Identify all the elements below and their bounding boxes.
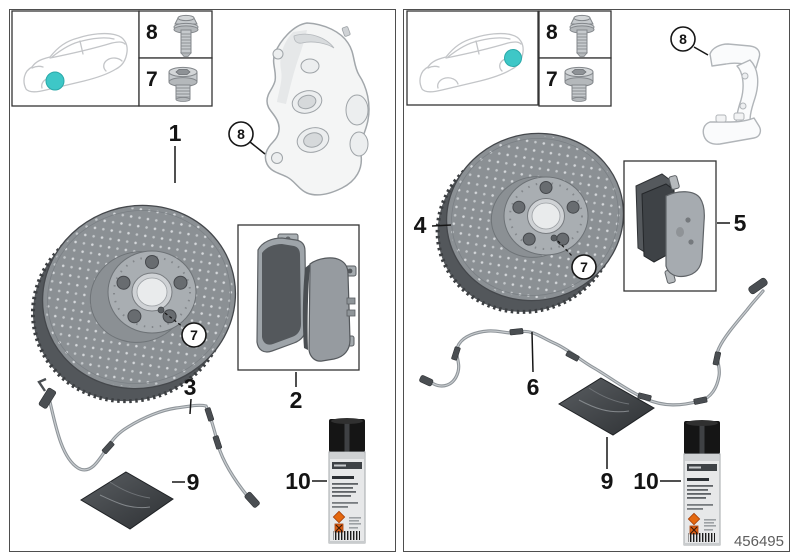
front-brake-panel: 8 7 [9,9,396,552]
car-outline-icon [23,32,128,93]
sensor-callout-number[interactable]: 6 [527,374,540,400]
set-screw-icon [564,66,594,102]
rear-brake-disc-illustration [435,132,625,314]
callout-grease-pouch: 9 [601,437,614,494]
sensor-callout-number[interactable]: 3 [184,374,197,400]
disc-callout-number[interactable]: 4 [414,212,427,238]
rear-brake-diagram: 8 7 [406,10,784,550]
pads-callout-number[interactable]: 5 [734,210,747,236]
pouch-callout-number[interactable]: 9 [601,468,614,494]
cleaner-spray-illustration [683,420,721,546]
fastener-8-label[interactable]: 8 [146,21,158,44]
flammable-warning-icon [687,512,701,526]
set-screw-callout-number[interactable]: 7 [580,259,588,275]
front-brake-diagram: 8 7 [11,10,370,544]
grease-pouch-illustration [80,471,174,530]
rear-brake-pads-box [623,160,717,292]
callout-wear-sensor: 6 [527,331,540,400]
callout-disc: 1 [169,120,182,183]
callout-wear-sensor: 3 [184,374,197,415]
drawing-number: 456495 [734,533,784,550]
carrier-callout-number[interactable]: 8 [679,31,687,47]
callout-pads: 2 [290,372,303,413]
callout-set-screw: 7 [164,312,207,348]
wheel-highlight-dot [45,71,65,91]
set-screw-hole [157,306,165,314]
caliper-callout-number[interactable]: 8 [237,126,245,142]
callout-pads: 5 [717,210,747,236]
callout-disc: 4 [414,212,452,238]
barcode [333,531,360,540]
set-screw-hole [550,234,558,242]
callout-caliper: 8 [228,121,266,155]
car-location-inset [406,10,539,106]
callout-cleaner-spray: 10 [285,468,327,494]
set-screw-icon [168,66,198,102]
brake-caliper-illustration [264,22,370,196]
flammable-warning-icon [332,510,346,524]
callout-carrier: 8 [670,26,709,56]
fastener-box-8: 8 [538,10,612,59]
pouch-callout-number[interactable]: 9 [187,469,200,495]
pads-callout-number[interactable]: 2 [290,387,303,413]
hex-bolt-icon [173,14,199,57]
caliper-carrier-illustration [702,43,762,145]
car-outline-icon [419,32,524,93]
front-wear-sensor-illustration [37,377,260,508]
barcode [688,533,715,542]
fastener-box-7: 7 [138,57,213,107]
fastener-7-label[interactable]: 7 [146,68,158,91]
front-brake-disc-illustration [30,204,237,404]
disc-callout-number[interactable]: 1 [169,120,182,146]
front-brake-pads-box [237,224,360,371]
rear-wear-sensor-illustration [419,277,768,407]
grease-pouch-illustration [558,377,655,436]
cleaner-spray-illustration [328,418,366,544]
hex-bolt-icon [569,14,595,57]
car-location-inset [11,10,140,107]
fastener-7-label[interactable]: 7 [546,68,558,91]
disc-hub [503,176,589,256]
callout-set-screw: 7 [557,240,597,280]
fastener-8-label[interactable]: 8 [546,21,558,44]
hazard-x-warning-icon [689,525,699,535]
disc-hub [107,250,197,334]
callout-grease-pouch: 9 [172,469,199,495]
callout-cleaner-spray: 10 [633,468,681,494]
set-screw-callout-number[interactable]: 7 [190,327,198,343]
fastener-box-8: 8 [138,10,213,59]
wheel-highlight-dot [504,49,522,67]
spray-callout-number[interactable]: 10 [633,468,659,494]
hazard-x-warning-icon [334,523,344,533]
fastener-box-7: 7 [538,57,612,107]
spray-callout-number[interactable]: 10 [285,468,311,494]
rear-brake-panel: 8 7 [403,9,790,552]
